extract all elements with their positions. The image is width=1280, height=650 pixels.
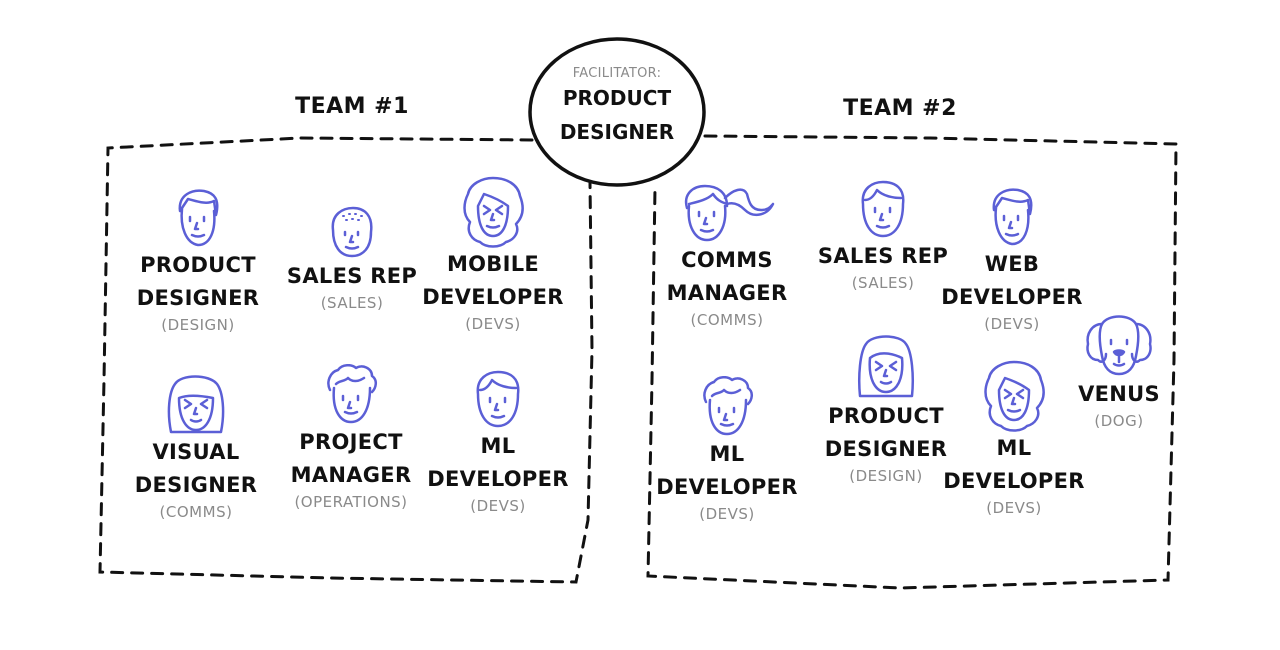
member-role: COMMS MANAGER — [647, 244, 807, 310]
team1-dashed-border — [98, 136, 594, 584]
member-department: (COMMS) — [159, 503, 233, 521]
role-line1: PRODUCT — [140, 253, 256, 277]
team1-member-project-manager: PROJECT MANAGER (OPERATIONS) — [271, 364, 431, 512]
member-department: (SALES) — [851, 274, 915, 292]
member-department: (DEVS) — [699, 505, 755, 523]
team2-member-ml-developer-2: ML DEVELOPER (DEVS) — [934, 360, 1094, 518]
member-role: PROJECT MANAGER — [271, 426, 431, 492]
member-department: (DEVS) — [465, 315, 521, 333]
wavy-hair-man-avatar — [703, 376, 753, 436]
team1-member-visual-designer: VISUAL DESIGNER (COMMS) — [116, 372, 276, 522]
member-department: (DESIGN) — [161, 316, 235, 334]
role-line2: DEVELOPER — [427, 467, 569, 491]
member-role: ML DEVELOPER — [647, 438, 807, 504]
member-role: VISUAL DESIGNER — [116, 436, 276, 502]
bob-hair-woman-avatar — [167, 375, 225, 434]
facilitator-role-line2: DESIGNER — [559, 120, 675, 144]
curly-hair-woman-avatar — [463, 176, 524, 248]
wavy-hair-man-avatar — [327, 364, 377, 424]
member-department: (COMMS) — [690, 311, 764, 329]
member-department: (DEVS) — [984, 315, 1040, 333]
team2-member-product-designer: PRODUCT DESIGNER (DESIGN) — [806, 332, 966, 486]
team2-member-ml-developer-1: ML DEVELOPER (DEVS) — [647, 376, 807, 524]
man-avatar — [476, 370, 520, 428]
member-department: (DEVS) — [470, 497, 526, 515]
member-role: SALES REP — [272, 260, 432, 293]
long-hair-woman-avatar — [858, 335, 914, 398]
member-department: (DESIGN) — [849, 467, 923, 485]
role-line2: DEVELOPER — [943, 469, 1085, 493]
member-department: (SALES) — [320, 294, 384, 312]
member-role: SALES REP — [803, 240, 963, 273]
role-line1: PROJECT — [299, 430, 403, 454]
role-line1: ML — [996, 436, 1032, 460]
man-avatar — [861, 180, 905, 238]
role-line2: DEVELOPER — [941, 285, 1083, 309]
role-line2: DEVELOPER — [656, 475, 798, 499]
role-line1: VENUS — [1078, 382, 1160, 406]
role-line1: MOBILE — [446, 252, 540, 276]
team2-dashed-border — [646, 134, 1178, 590]
team1-title: TEAM #1 — [295, 94, 409, 119]
member-role: VENUS — [1069, 378, 1169, 411]
role-line1: VISUAL — [152, 440, 240, 464]
facilitator-label: FACILITATOR: — [572, 66, 662, 81]
role-line2: MANAGER — [666, 281, 788, 305]
team1-member-sales-rep: SALES REP (SALES) — [272, 206, 432, 313]
role-line1: SALES REP — [286, 264, 418, 288]
role-line1: ML — [709, 442, 745, 466]
role-line2: DESIGNER — [136, 286, 260, 310]
team2-member-sales-rep: SALES REP (SALES) — [803, 180, 963, 293]
member-department: (DEVS) — [986, 499, 1042, 517]
role-line1: SALES REP — [817, 244, 949, 268]
man-short-hair-avatar — [178, 189, 219, 247]
role-line2: DESIGNER — [134, 473, 258, 497]
role-line1: ML — [480, 434, 516, 458]
team2-member-venus-dog: VENUS (DOG) — [1069, 310, 1169, 431]
member-department: (OPERATIONS) — [294, 493, 408, 511]
man-short-hair-avatar — [992, 188, 1033, 246]
role-line1: WEB — [984, 252, 1040, 276]
dog-avatar — [1086, 315, 1152, 376]
member-role: ML DEVELOPER — [934, 432, 1094, 498]
team1-member-ml-developer: ML DEVELOPER (DEVS) — [418, 370, 578, 516]
role-line1: PRODUCT — [828, 404, 944, 428]
team1-member-mobile-developer: MOBILE DEVELOPER (DEVS) — [413, 176, 573, 334]
member-role: WEB DEVELOPER — [932, 248, 1092, 314]
facilitator: FACILITATOR: PRODUCT DESIGNER — [532, 42, 702, 149]
facilitator-role: PRODUCT DESIGNER — [532, 81, 702, 149]
role-line1: COMMS — [681, 248, 773, 272]
bald-man-avatar — [331, 206, 373, 258]
team2-member-web-developer: WEB DEVELOPER (DEVS) — [932, 186, 1092, 334]
member-role: MOBILE DEVELOPER — [413, 248, 573, 314]
curly-hair-woman-avatar — [984, 360, 1045, 432]
facilitator-role-line1: PRODUCT — [562, 86, 672, 110]
ponytail-woman-avatar — [684, 184, 775, 242]
member-role: PRODUCT DESIGNER — [118, 249, 278, 315]
member-role: ML DEVELOPER — [418, 430, 578, 496]
facilitator-circle — [528, 37, 706, 187]
team2-member-comms-manager: COMMS MANAGER (COMMS) — [647, 182, 807, 330]
role-line2: DESIGNER — [824, 437, 948, 461]
member-department: (DOG) — [1094, 412, 1144, 430]
team1-member-product-designer: PRODUCT DESIGNER (DESIGN) — [118, 187, 278, 335]
team2-title: TEAM #2 — [843, 96, 957, 121]
member-role: PRODUCT DESIGNER — [806, 400, 966, 466]
role-line2: MANAGER — [290, 463, 412, 487]
role-line2: DEVELOPER — [422, 285, 564, 309]
